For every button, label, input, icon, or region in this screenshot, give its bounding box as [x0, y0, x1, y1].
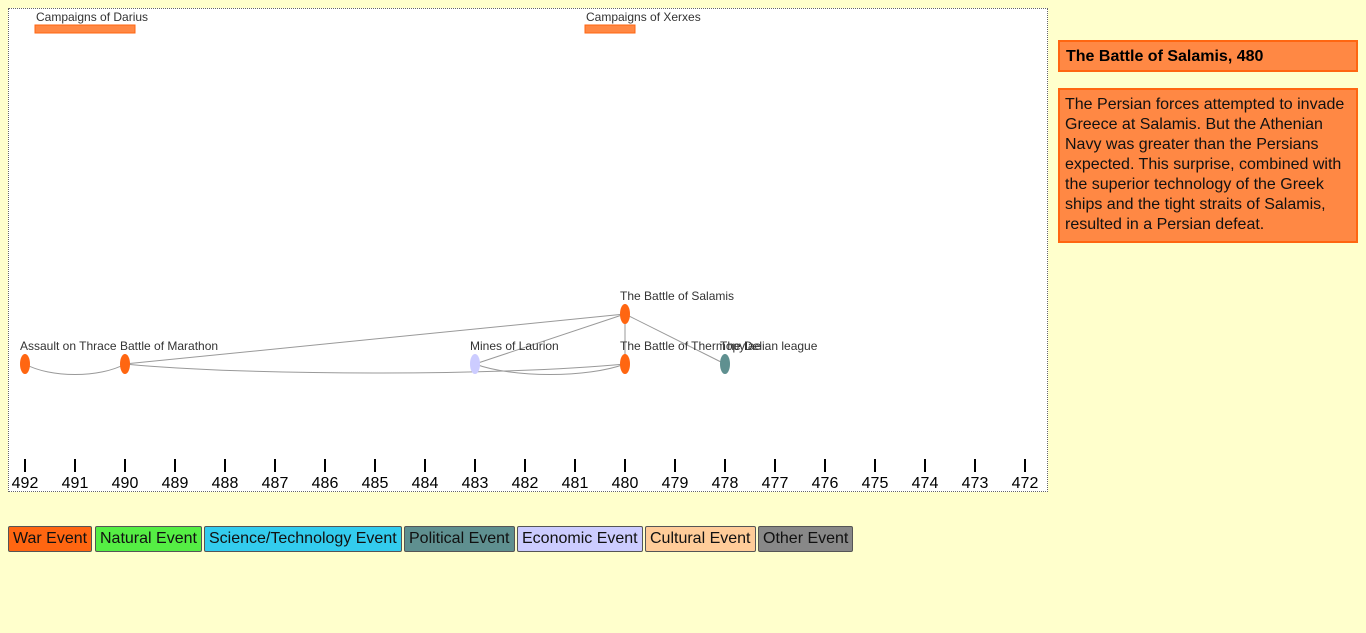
axis-tick-label: 492 — [12, 475, 39, 492]
legend-item[interactable]: Science/Technology Event — [204, 526, 402, 552]
event-marker-thrace[interactable] — [20, 354, 30, 374]
axis-tick-label: 473 — [962, 475, 989, 492]
event-description: The Persian forces attempted to invade G… — [1058, 88, 1358, 243]
event-marker-delian[interactable] — [720, 354, 730, 374]
event-link — [124, 363, 626, 374]
axis-tick-label: 484 — [412, 475, 439, 492]
period-label: Campaigns of Xerxes — [586, 10, 701, 24]
axis-tick-label: 479 — [662, 475, 689, 492]
legend-item[interactable]: Economic Event — [517, 526, 643, 552]
axis-tick-label: 475 — [862, 475, 889, 492]
axis-tick-label: 472 — [1012, 475, 1039, 492]
axis-tick-label: 491 — [62, 475, 89, 492]
event-label[interactable]: Mines of Laurion — [470, 339, 559, 353]
period-bar[interactable] — [34, 24, 136, 34]
legend-item[interactable]: Political Event — [404, 526, 515, 552]
legend-item[interactable]: Cultural Event — [645, 526, 756, 552]
event-label[interactable]: Battle of Marathon — [120, 339, 218, 353]
event-label[interactable]: The Delian league — [720, 339, 818, 353]
axis-tick-label: 474 — [912, 475, 939, 492]
axis-tick-label: 486 — [312, 475, 339, 492]
axis-tick-label: 487 — [262, 475, 289, 492]
axis-tick-label: 488 — [212, 475, 239, 492]
event-marker-marathon[interactable] — [120, 354, 130, 374]
timeline-panel: 492 491 490 489 488 487 486 485 484 483 482 481 480 4… — [8, 8, 1048, 492]
axis-tick-label: 481 — [562, 475, 589, 492]
event-label[interactable]: The Battle of Thermopylae — [620, 339, 762, 353]
event-label[interactable]: The Battle of Salamis — [620, 289, 734, 303]
axis-tick-label: 489 — [162, 475, 189, 492]
event-marker-salamis[interactable] — [620, 304, 630, 324]
axis-tick-label: 477 — [762, 475, 789, 492]
axis-tick-label: 478 — [712, 475, 739, 492]
axis-tick-label: 483 — [462, 475, 489, 492]
axis-tick-label: 476 — [812, 475, 839, 492]
event-title: The Battle of Salamis, 480 — [1058, 40, 1358, 72]
period-bar[interactable] — [584, 24, 636, 34]
axis-tick-label: 490 — [112, 475, 139, 492]
legend-item[interactable]: Other Event — [758, 526, 854, 552]
event-marker-thermopylae[interactable] — [620, 354, 630, 374]
period-label: Campaigns of Darius — [36, 10, 148, 24]
timeline-canvas: 492 491 490 489 488 487 486 485 484 483 482 481 480 4… — [12, 10, 1039, 492]
event-link — [474, 313, 626, 365]
event-marker-laurion[interactable] — [470, 354, 480, 374]
event-link — [474, 363, 626, 375]
axis-tick-label: 480 — [612, 475, 639, 492]
event-label[interactable]: Assault on Thrace — [20, 339, 117, 353]
legend-item[interactable]: Natural Event — [95, 526, 202, 552]
event-link — [624, 313, 726, 365]
legend-item[interactable]: War Event — [8, 526, 93, 552]
axis-tick-label: 482 — [512, 475, 539, 492]
axis-tick-label: 485 — [362, 475, 389, 492]
event-link — [124, 313, 626, 365]
event-link — [24, 363, 126, 375]
